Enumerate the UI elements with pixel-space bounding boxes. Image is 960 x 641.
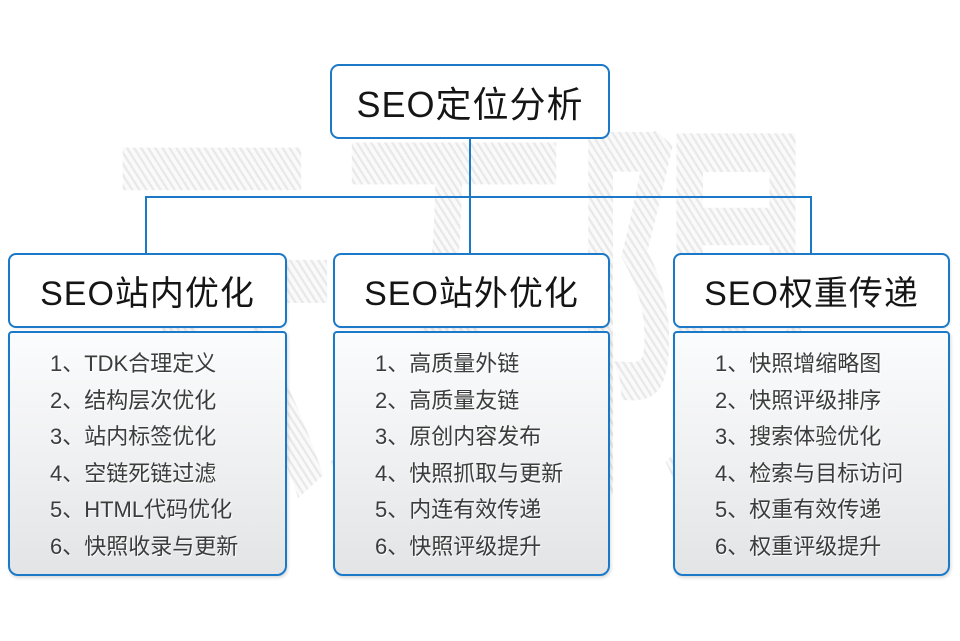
column-onsite-header: SEO站内优化 <box>8 253 287 328</box>
column-offsite-header: SEO站外优化 <box>333 253 610 328</box>
connector-drop-left <box>145 196 147 254</box>
list-item: 1、快照增缩略图 <box>715 351 882 376</box>
list-item: 2、高质量友链 <box>375 387 520 413</box>
column-offsite: SEO站外优化 1、高质量外链 2、高质量友链 3、原创内容发布 4、快照抓取与… <box>333 253 610 576</box>
column-onsite-body: 1、TDK合理定义 2、结构层次优化 3、站内标签优化 4、空链死链过滤 5、H… <box>8 331 287 576</box>
connector-horizontal-bar <box>145 196 812 198</box>
list-item: 3、站内标签优化 <box>50 424 217 449</box>
column-weight-body: 1、快照增缩略图 2、快照评级排序 3、搜索体验优化 4、检索与目标访问 5、权… <box>673 331 950 576</box>
list-item: 4、检索与目标访问 <box>715 460 904 486</box>
column-onsite-header-label: SEO站内优化 <box>40 275 255 313</box>
list-item: 2、结构层次优化 <box>50 387 217 413</box>
column-offsite-body: 1、高质量外链 2、高质量友链 3、原创内容发布 4、快照抓取与更新 5、内连有… <box>333 331 610 576</box>
list-item: 6、快照收录与更新 <box>50 533 239 559</box>
list-item: 6、权重评级提升 <box>715 533 882 559</box>
list-item: 2、快照评级排序 <box>715 387 882 413</box>
column-onsite: SEO站内优化 1、TDK合理定义 2、结构层次优化 3、站内标签优化 4、空链… <box>8 253 287 576</box>
connector-drop-right <box>810 196 812 254</box>
list-item: 5、内连有效传递 <box>375 497 542 522</box>
column-weight-header-label: SEO权重传递 <box>704 275 919 313</box>
connector-drop-middle <box>469 196 471 254</box>
list-item: 4、快照抓取与更新 <box>375 460 564 486</box>
column-weight: SEO权重传递 1、快照增缩略图 2、快照评级排序 3、搜索体验优化 4、检索与… <box>673 253 950 576</box>
root-node: SEO定位分析 <box>330 64 610 139</box>
list-item: 3、搜索体验优化 <box>715 424 882 449</box>
list-item: 4、空链死链过滤 <box>50 460 217 486</box>
list-item: 1、高质量外链 <box>375 351 520 376</box>
column-weight-header: SEO权重传递 <box>673 253 950 328</box>
list-item: 5、HTML代码优化 <box>50 497 233 522</box>
column-offsite-header-label: SEO站外优化 <box>364 275 579 313</box>
list-item: 1、TDK合理定义 <box>50 351 217 376</box>
list-item: 5、权重有效传递 <box>715 497 882 522</box>
root-node-label: SEO定位分析 <box>356 83 584 125</box>
list-item: 6、快照评级提升 <box>375 533 542 559</box>
connector-root-stem <box>469 139 471 197</box>
list-item: 3、原创内容发布 <box>375 424 542 449</box>
